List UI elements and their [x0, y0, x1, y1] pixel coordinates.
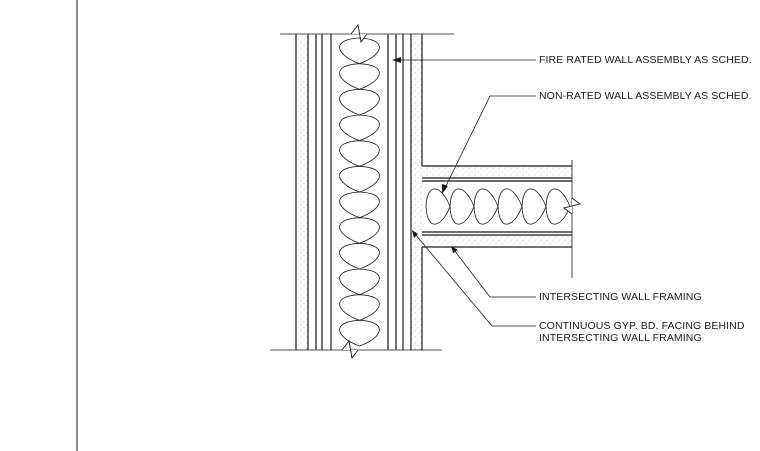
- intersecting-gyp-bottom: [422, 235, 572, 247]
- leader-arrowheads: [392, 57, 458, 253]
- break-line-top: [350, 23, 368, 44]
- leader-framing: [453, 249, 536, 298]
- fire-rated-wall: [270, 23, 454, 360]
- intersecting-wall: [422, 160, 582, 278]
- vertical-wall-insulation: [339, 37, 380, 347]
- callout-gyp-board-facing-line2: INTERSECTING WALL FRAMING: [539, 332, 702, 344]
- callout-leaders: [396, 59, 536, 327]
- break-line-right: [562, 197, 582, 215]
- leader-gyp: [414, 233, 536, 327]
- wall-layer-lines: [295, 34, 423, 350]
- callout-non-rated-wall: NON-RATED WALL ASSEMBLY AS SCHED.: [539, 90, 752, 102]
- gyp-board-left: [296, 34, 308, 350]
- callout-intersecting-framing: INTERSECTING WALL FRAMING: [539, 291, 702, 303]
- break-line-bottom: [341, 339, 359, 360]
- leader-non-rated: [443, 95, 536, 191]
- callout-gyp-board-facing: CONTINUOUS GYP. BD. FACING BEHIND: [539, 320, 745, 332]
- intersecting-gyp-top: [422, 166, 572, 178]
- intersecting-wall-insulation: [425, 188, 571, 225]
- gyp-board-right: [411, 34, 422, 350]
- callout-fire-rated-wall: FIRE RATED WALL ASSEMBLY AS SCHED.: [539, 54, 752, 66]
